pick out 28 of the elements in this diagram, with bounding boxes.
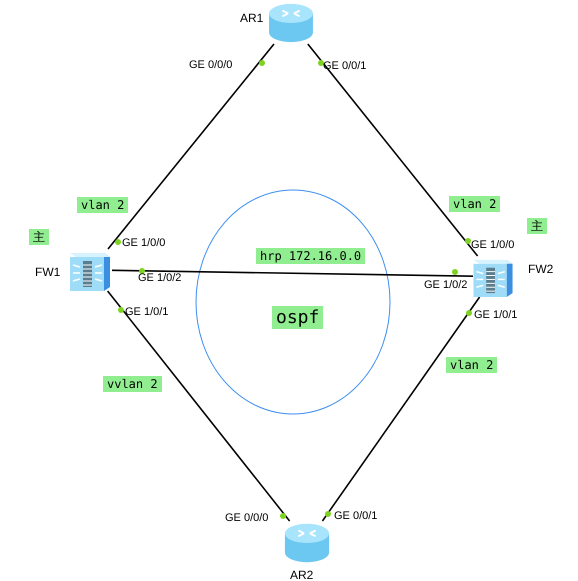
link-line [112, 270, 474, 277]
highlighted-label: hrp 172.16.0.0 [256, 248, 366, 264]
highlighted-label: vvlan 2 [103, 376, 162, 392]
port-label: GE 0/0/1 [334, 510, 378, 523]
highlighted-label: 主 [527, 218, 547, 234]
highlighted-label: vlan 2 [77, 197, 128, 213]
highlighted-label: ospf [272, 306, 324, 329]
device-name: FW2 [528, 262, 554, 276]
highlighted-label: vlan 2 [449, 196, 500, 212]
highlighted-label: vlan 2 [446, 357, 498, 373]
port-label: GE 1/0/0 [122, 237, 166, 250]
link-line [106, 290, 290, 522]
link-line [307, 44, 478, 256]
port-label: GE 1/0/2 [138, 272, 182, 285]
highlighted-label: 主 [29, 229, 49, 245]
port-label: GE 0/0/0 [189, 59, 232, 72]
router-icon [283, 521, 331, 565]
port-label: GE 1/0/2 [424, 279, 468, 292]
router-icon [266, 2, 316, 44]
port-label: GE 1/0/1 [474, 309, 518, 322]
port-label: GE 0/0/0 [225, 512, 268, 525]
device-name: AR2 [290, 568, 314, 581]
device-name: FW1 [35, 265, 60, 279]
device-name: AR1 [240, 11, 264, 25]
link-line [107, 44, 275, 250]
link-line [322, 296, 480, 522]
port-label: GE 1/0/0 [471, 239, 514, 252]
port-label: GE 1/0/1 [125, 306, 168, 319]
